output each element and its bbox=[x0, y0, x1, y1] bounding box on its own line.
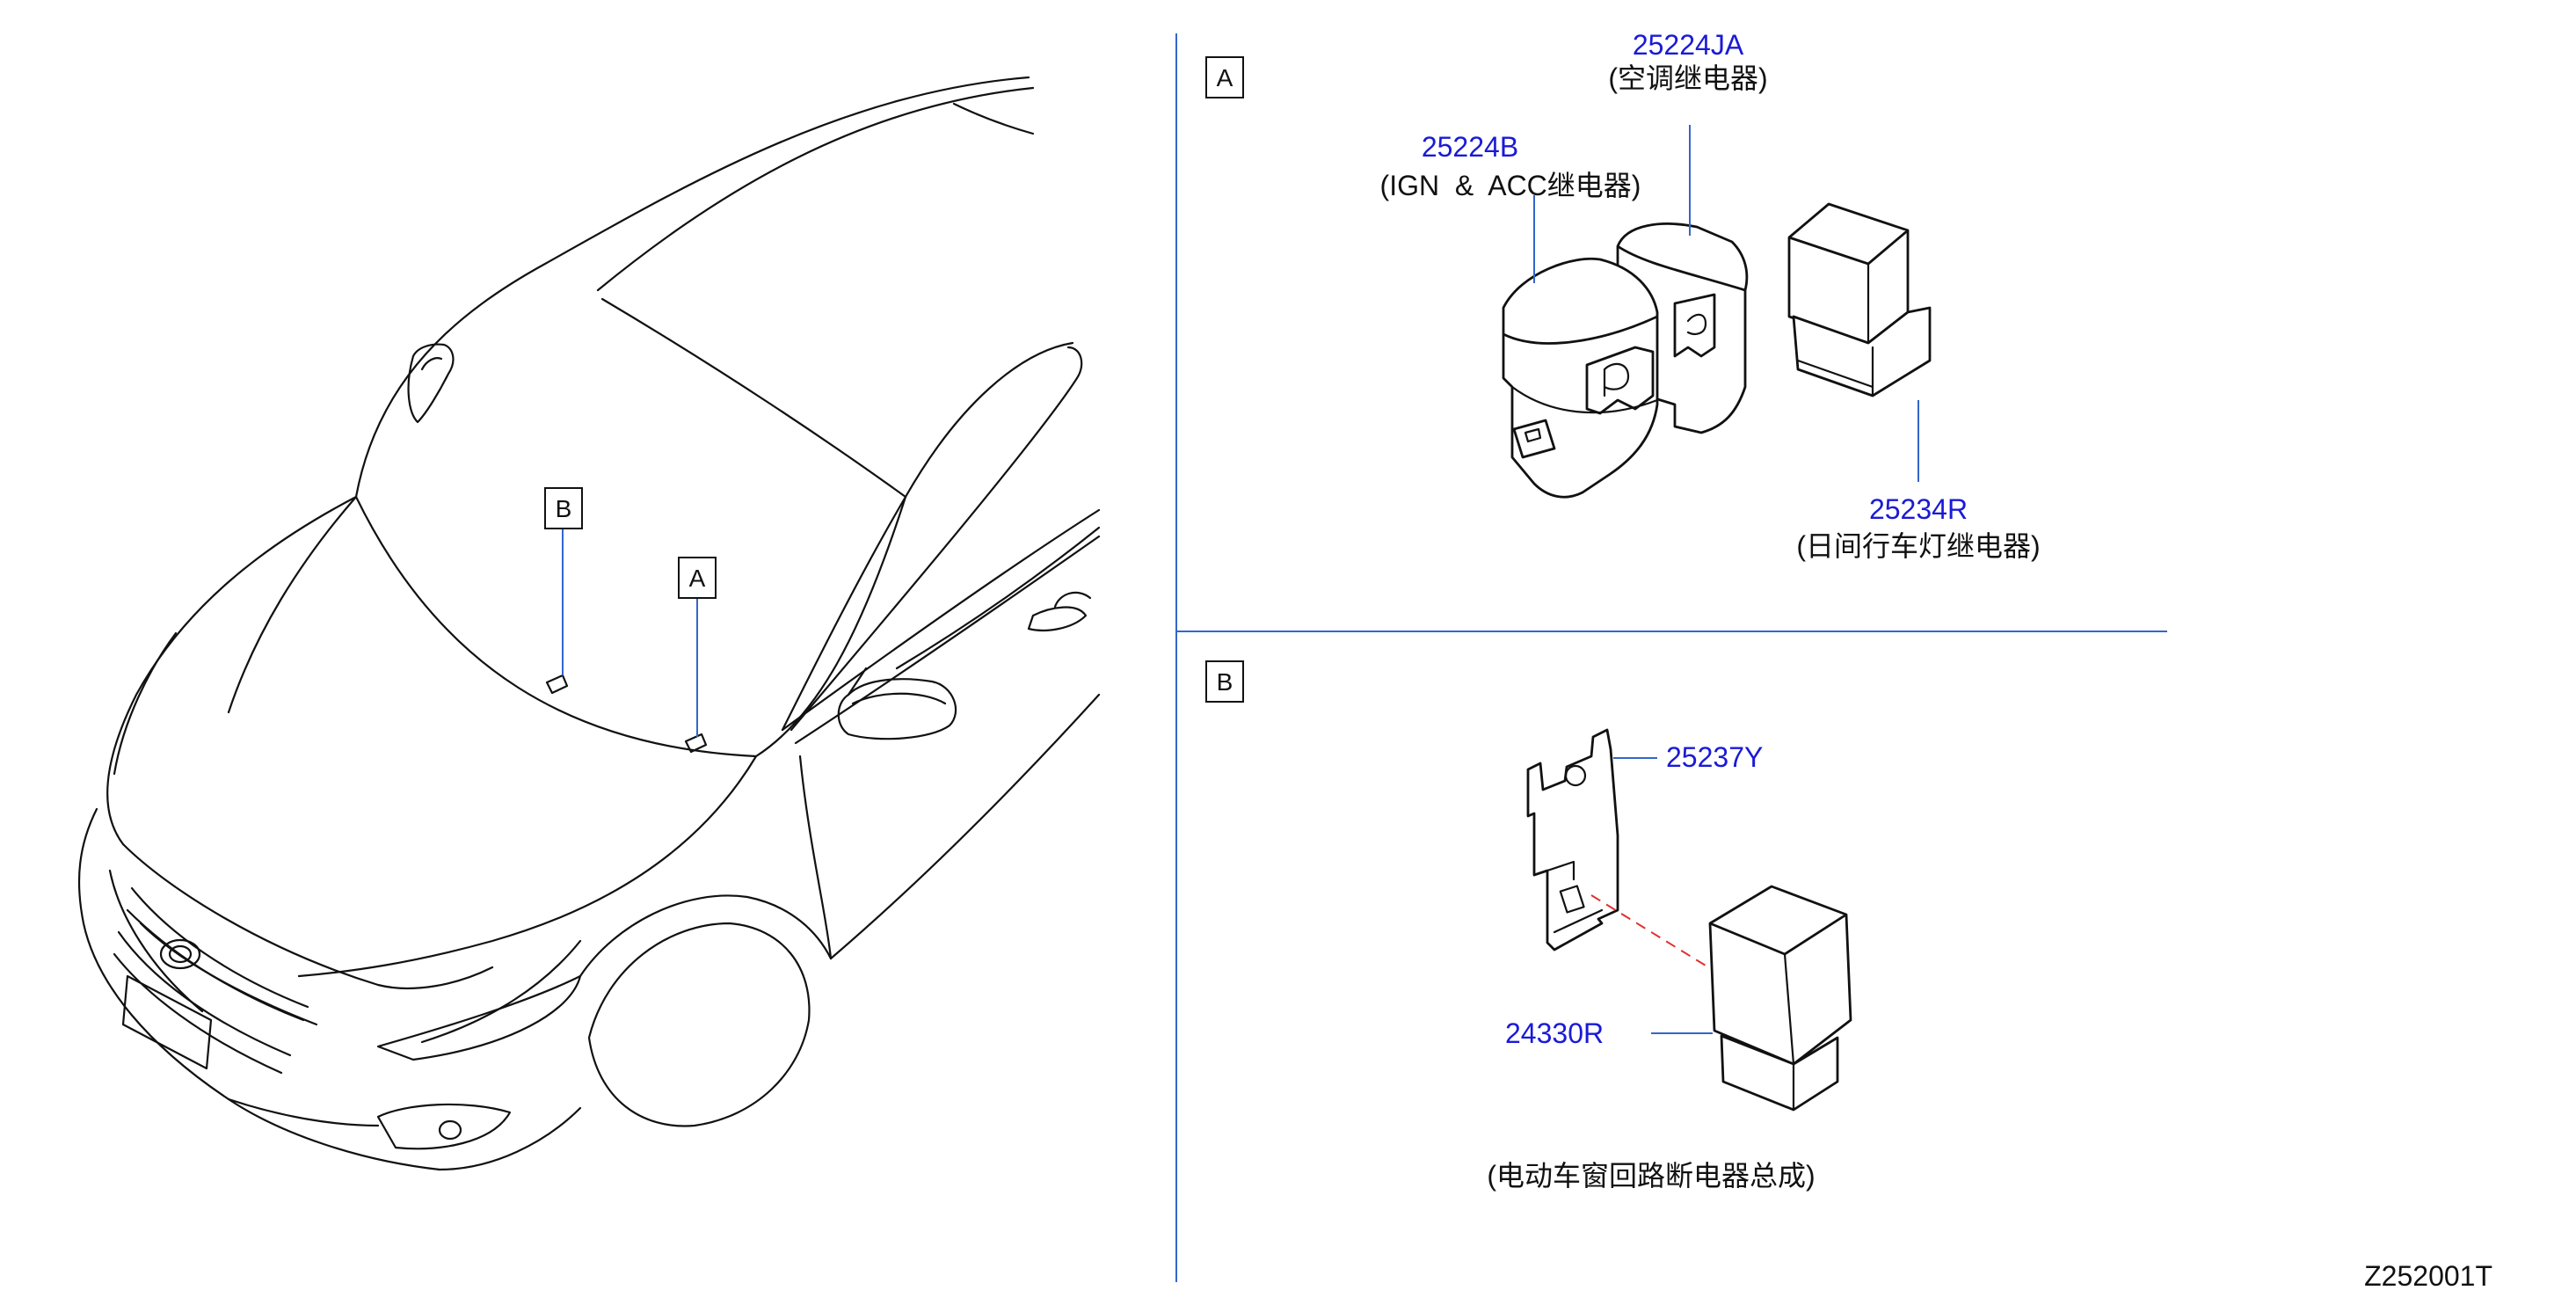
relay-24330r bbox=[1708, 885, 1852, 1112]
section-a-label: A bbox=[1217, 64, 1233, 91]
relay-25234r bbox=[1787, 202, 1932, 397]
bracket-25237y bbox=[1526, 728, 1619, 951]
part-number-25224b: 25224B bbox=[1422, 131, 1518, 163]
section-b-label: B bbox=[1217, 668, 1233, 696]
car-callout-b-box bbox=[544, 487, 583, 529]
relay-25224b bbox=[1502, 257, 1659, 499]
part-number-25224ja: 25224JA bbox=[1633, 29, 1744, 61]
section-a: A 25224JA (空 bbox=[1205, 29, 2041, 562]
part-number-25237y: 25237Y bbox=[1666, 741, 1763, 773]
car-callout-a-box bbox=[678, 557, 717, 599]
part-name-24330r: (电动车窗回路断电器总成) bbox=[1487, 1160, 1815, 1192]
part-name-25224b: (IGN & ACC继电器) bbox=[1380, 170, 1641, 201]
part-name-25234r: (日间行车灯继电器) bbox=[1796, 530, 2040, 562]
part-name-25224ja: (空调继电器) bbox=[1608, 62, 1767, 94]
section-b-box bbox=[1205, 660, 1244, 703]
car-callout-a: A bbox=[689, 565, 706, 592]
part-number-24330r: 24330R bbox=[1505, 1017, 1604, 1049]
car-illustration: B A bbox=[77, 76, 1101, 1171]
part-number-25234r: 25234R bbox=[1869, 493, 1968, 525]
section-b: B 25237Y 24330R (电动车窗回路断电器总成) bbox=[1205, 660, 1852, 1192]
mount-alignment-line bbox=[1590, 894, 1706, 966]
section-a-box bbox=[1205, 56, 1244, 98]
car-callout-b: B bbox=[556, 495, 572, 522]
diagram-code: Z252001T bbox=[2364, 1260, 2492, 1292]
